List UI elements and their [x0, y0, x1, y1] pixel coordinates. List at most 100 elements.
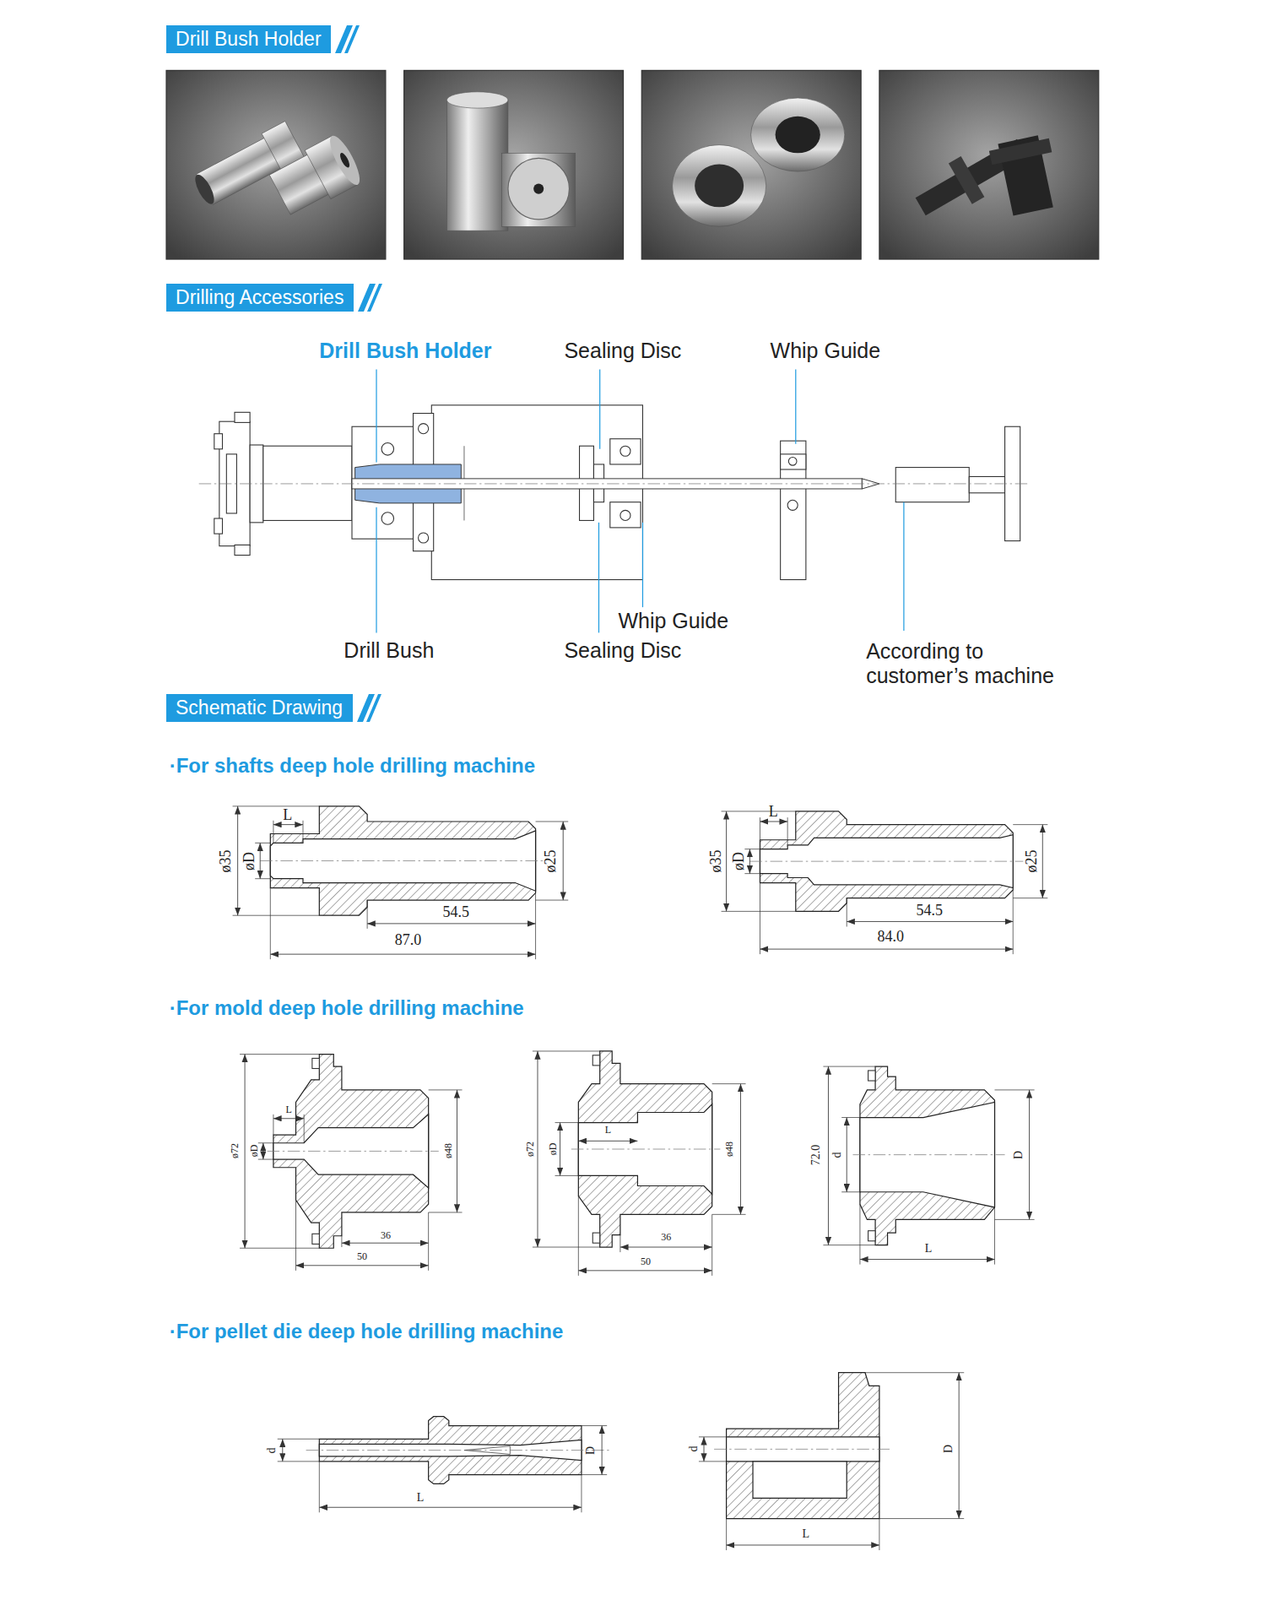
pellet-holder-drawing	[277, 1460, 320, 1461]
shaft-holder-drawing	[232, 914, 320, 916]
pellet-holder-drawing	[878, 1518, 880, 1550]
mold-holder-drawing	[341, 1242, 429, 1244]
mold-holder-drawing	[859, 1203, 861, 1264]
mold-holder-drawing	[456, 1089, 458, 1212]
shaft-holder-drawing	[721, 910, 796, 912]
sub-heading: ·For mold deep hole drilling machine	[169, 996, 525, 1019]
shaft-holder-drawing	[749, 860, 1023, 862]
pellet-holder-drawing	[580, 1474, 582, 1513]
pellet-holder-drawing	[865, 1371, 964, 1373]
section-title: Drill Bush Holder	[175, 25, 322, 54]
part-note: According to customer’s machine	[865, 638, 1086, 688]
dimension: 36	[380, 1229, 391, 1241]
mold-holder-drawing	[841, 1116, 861, 1118]
shaft-holder-drawing	[759, 821, 788, 823]
shaft-holder-drawing	[367, 922, 536, 924]
machine-drawing	[780, 440, 807, 579]
shaft-holder-drawing	[273, 823, 303, 825]
photo-flanges	[775, 116, 821, 154]
part-name: Whip Guide	[617, 609, 729, 633]
mold-holder-drawing	[532, 1246, 601, 1248]
dimension: D	[584, 1445, 597, 1455]
photo-holders	[338, 151, 352, 169]
mold-holder-drawing	[428, 1088, 463, 1090]
dimension: ø48	[443, 1142, 455, 1158]
section-title: Schematic Drawing	[175, 693, 343, 722]
shaft-holder-drawing	[367, 899, 368, 929]
mold-holder-drawing	[619, 1234, 621, 1253]
photo-cylinders	[508, 157, 570, 220]
part-name: Sealing Disc	[563, 638, 682, 663]
mold-holder-drawing	[312, 1233, 320, 1244]
mold-holder-drawing	[555, 1174, 579, 1176]
part-name: Whip Guide	[770, 339, 882, 363]
dimension: ø25	[1023, 849, 1041, 873]
machine-drawing	[788, 456, 797, 466]
photo-cylinders	[502, 152, 576, 227]
dimension: ø72	[524, 1141, 536, 1157]
shaft-holder-drawing	[749, 849, 751, 874]
mold-holder-drawing	[312, 1057, 320, 1068]
pellet-holder-drawing	[319, 1506, 582, 1508]
machine-drawing	[234, 544, 250, 555]
pellet-holder-drawing	[725, 1518, 727, 1550]
pellet-holder-drawing	[581, 1473, 607, 1475]
machine-drawing	[199, 482, 1031, 484]
pellet-holder-drawing	[958, 1372, 960, 1519]
pellet-holder-drawing	[714, 1448, 893, 1450]
mold-holder-drawing	[711, 1213, 713, 1276]
mold-holder-drawing	[571, 1147, 720, 1149]
photo-cylinders	[404, 70, 624, 260]
photo-holders	[166, 70, 386, 260]
band-slash	[357, 693, 375, 722]
shaft-holder-drawing	[721, 810, 796, 812]
mold-holder-drawing	[303, 1114, 305, 1143]
shaft-holder-drawing	[744, 872, 760, 874]
machine-drawing	[375, 369, 377, 463]
mold-holder-drawing	[295, 1199, 297, 1270]
shaft-holder-drawing	[237, 806, 239, 915]
shaft-holder-drawing	[1012, 897, 1048, 899]
machine-drawing	[598, 522, 600, 633]
shaft-holder-drawing	[1012, 889, 1014, 954]
mold-holder-drawing	[994, 1206, 996, 1265]
illustration	[166, 70, 1099, 1550]
pellet-holder-drawing	[581, 1424, 607, 1426]
mold-holder-drawing	[559, 1122, 561, 1176]
machine-drawing	[375, 507, 377, 633]
band-slash	[357, 283, 376, 312]
pellet-holder-drawing	[601, 1425, 603, 1475]
shaft-holder-drawing	[535, 821, 569, 823]
dimension: L	[285, 1103, 292, 1115]
pellet-holder-drawing	[698, 1435, 727, 1437]
dimension: d	[265, 1446, 278, 1453]
shaft-holder-drawing	[1012, 823, 1048, 825]
mold-holder-drawing	[578, 1269, 712, 1271]
section-title: Drilling Accessories	[175, 283, 344, 312]
photo-cylinders	[404, 70, 624, 260]
dimension: L	[925, 1242, 933, 1256]
mold-holder-drawing	[841, 1190, 861, 1192]
mold-holder-drawing	[427, 1211, 429, 1271]
band-slash	[355, 693, 385, 722]
machine-drawing	[610, 502, 641, 528]
dimension: L	[282, 806, 293, 824]
photo-flanges	[694, 164, 744, 208]
pellet-holder-drawing	[752, 1460, 847, 1499]
dimension: L	[768, 803, 779, 821]
mold-holder-drawing	[239, 1053, 320, 1055]
shaft-holder-drawing	[259, 860, 546, 861]
machine-drawing	[214, 433, 223, 450]
mold-holder-drawing	[860, 1065, 996, 1245]
band-slash	[366, 693, 382, 722]
shaft-holder-drawing	[721, 811, 1049, 954]
dimension: ø35	[708, 849, 725, 873]
shaft-holder-drawing	[270, 887, 271, 960]
dimension: ø35	[217, 849, 235, 872]
mold-holder-drawing	[860, 1258, 996, 1260]
shaft-holder-drawing	[259, 842, 261, 878]
dimension: L	[802, 1526, 811, 1540]
photo-flanges	[641, 70, 861, 260]
mold-holder-drawing	[296, 1264, 429, 1266]
